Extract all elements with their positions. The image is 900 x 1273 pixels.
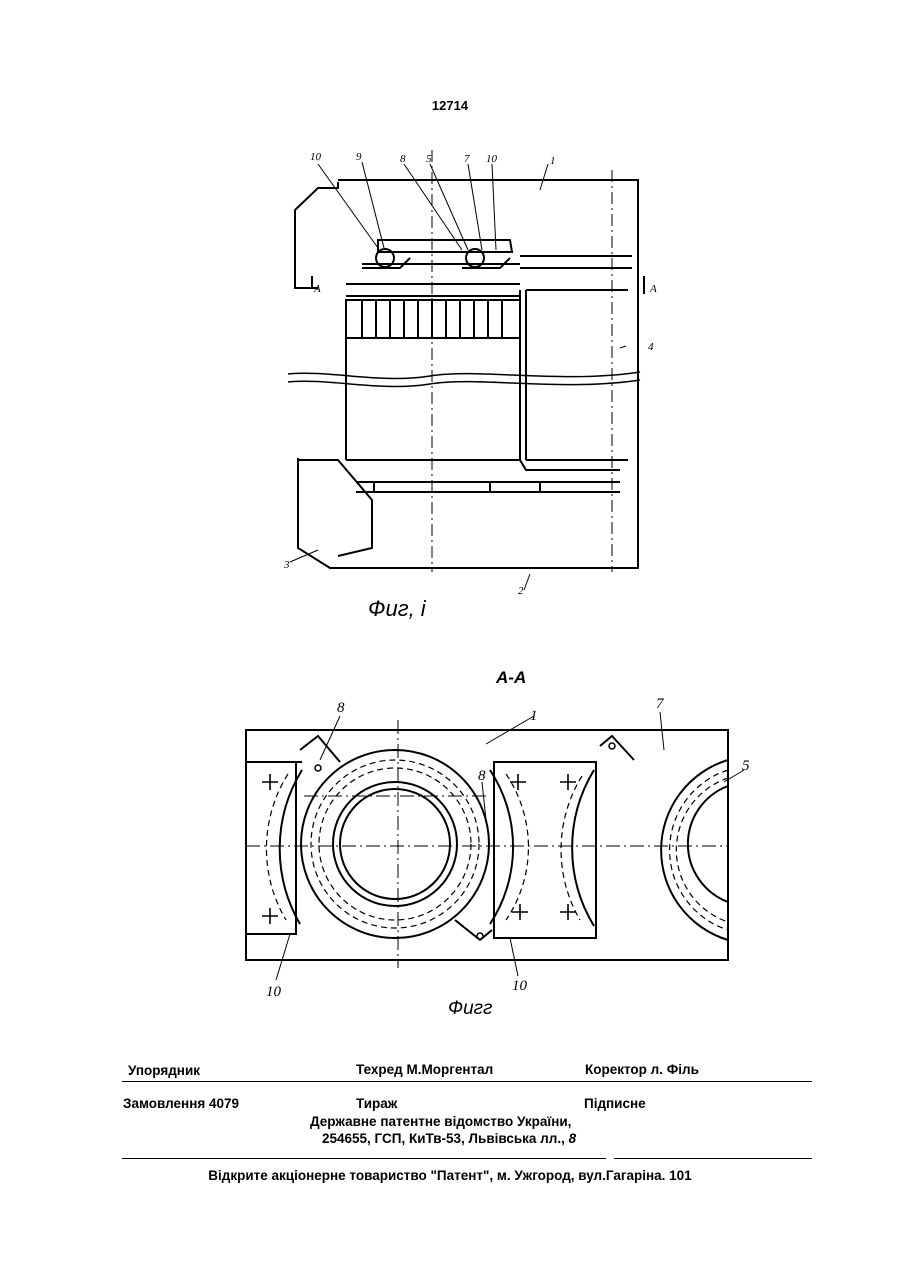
footer-divider-left <box>122 1158 606 1159</box>
figure-2-drawing: 8 1 7 5 8 10 10 <box>0 0 900 1010</box>
footer-divider-top <box>122 1081 812 1082</box>
footer-divider-right <box>614 1158 812 1159</box>
fig2-label-7: 7 <box>656 696 665 712</box>
address-line: 254655, ГСП, КиТв-53, Львівська лл., 8 <box>322 1131 576 1146</box>
compiler-label: Упорядник <box>128 1063 200 1078</box>
techred-label: Техред М.Моргентал <box>356 1062 493 1077</box>
printer-line: Відкрите акціонерне товариство "Патент",… <box>0 1168 900 1183</box>
fig2-label-8b: 8 <box>478 768 486 784</box>
fig2-label-10a: 10 <box>266 984 282 1000</box>
circulation-label: Тираж <box>356 1096 397 1111</box>
corrector-label: Коректор л. Філь <box>585 1062 699 1077</box>
fig2-label-1: 1 <box>530 708 538 724</box>
address-main: 254655, ГСП, КиТв-53, Львівська лл., <box>322 1131 569 1146</box>
fig2-label-8a: 8 <box>337 700 345 716</box>
fig2-label-10b: 10 <box>512 978 528 994</box>
organization-line: Державне патентне відомство України, <box>310 1114 571 1129</box>
signed-label: Підписне <box>584 1096 646 1111</box>
address-number: 8 <box>569 1131 577 1146</box>
order-label: Замовлення 4079 <box>123 1096 239 1111</box>
fig2-label-5: 5 <box>742 758 750 774</box>
figure-2-caption: Фигг <box>448 998 492 1020</box>
